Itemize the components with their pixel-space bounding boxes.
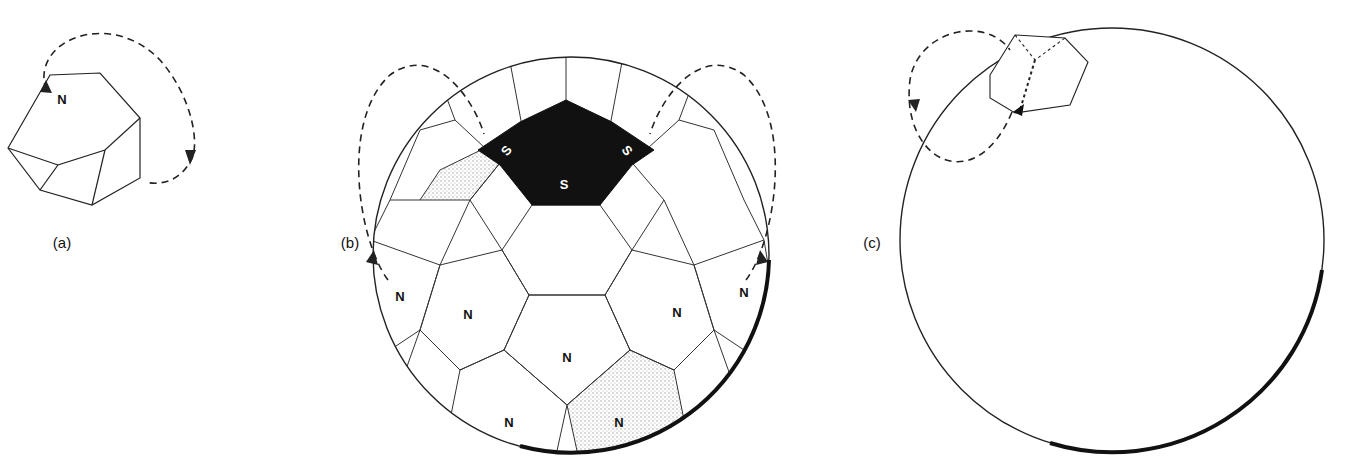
flux-loop-a — [44, 33, 195, 183]
panel-label: (b) — [341, 235, 359, 250]
pole-label: N — [614, 416, 623, 429]
pole-label: N — [562, 351, 571, 364]
pole-label: N — [57, 93, 66, 106]
soccer-ball-magnet — [360, 33, 774, 456]
arrowhead — [185, 150, 196, 165]
flux-loop-b — [359, 65, 776, 280]
pole-label: N — [739, 286, 748, 299]
pole-label: N — [463, 308, 472, 321]
panel-label: (c) — [863, 235, 881, 250]
pole-piece-a — [8, 73, 140, 205]
pole-label: N — [672, 306, 681, 319]
arrowhead — [908, 99, 920, 112]
sphere-c — [900, 28, 1324, 452]
panel-label: (a) — [53, 235, 71, 250]
arrowhead — [40, 80, 52, 93]
arrowhead — [756, 250, 768, 265]
arrowhead — [366, 250, 378, 265]
pole-label: N — [504, 416, 513, 429]
pole-label: N — [395, 290, 404, 303]
pole-label: S — [560, 178, 569, 191]
flux-loop-c — [909, 31, 1012, 162]
